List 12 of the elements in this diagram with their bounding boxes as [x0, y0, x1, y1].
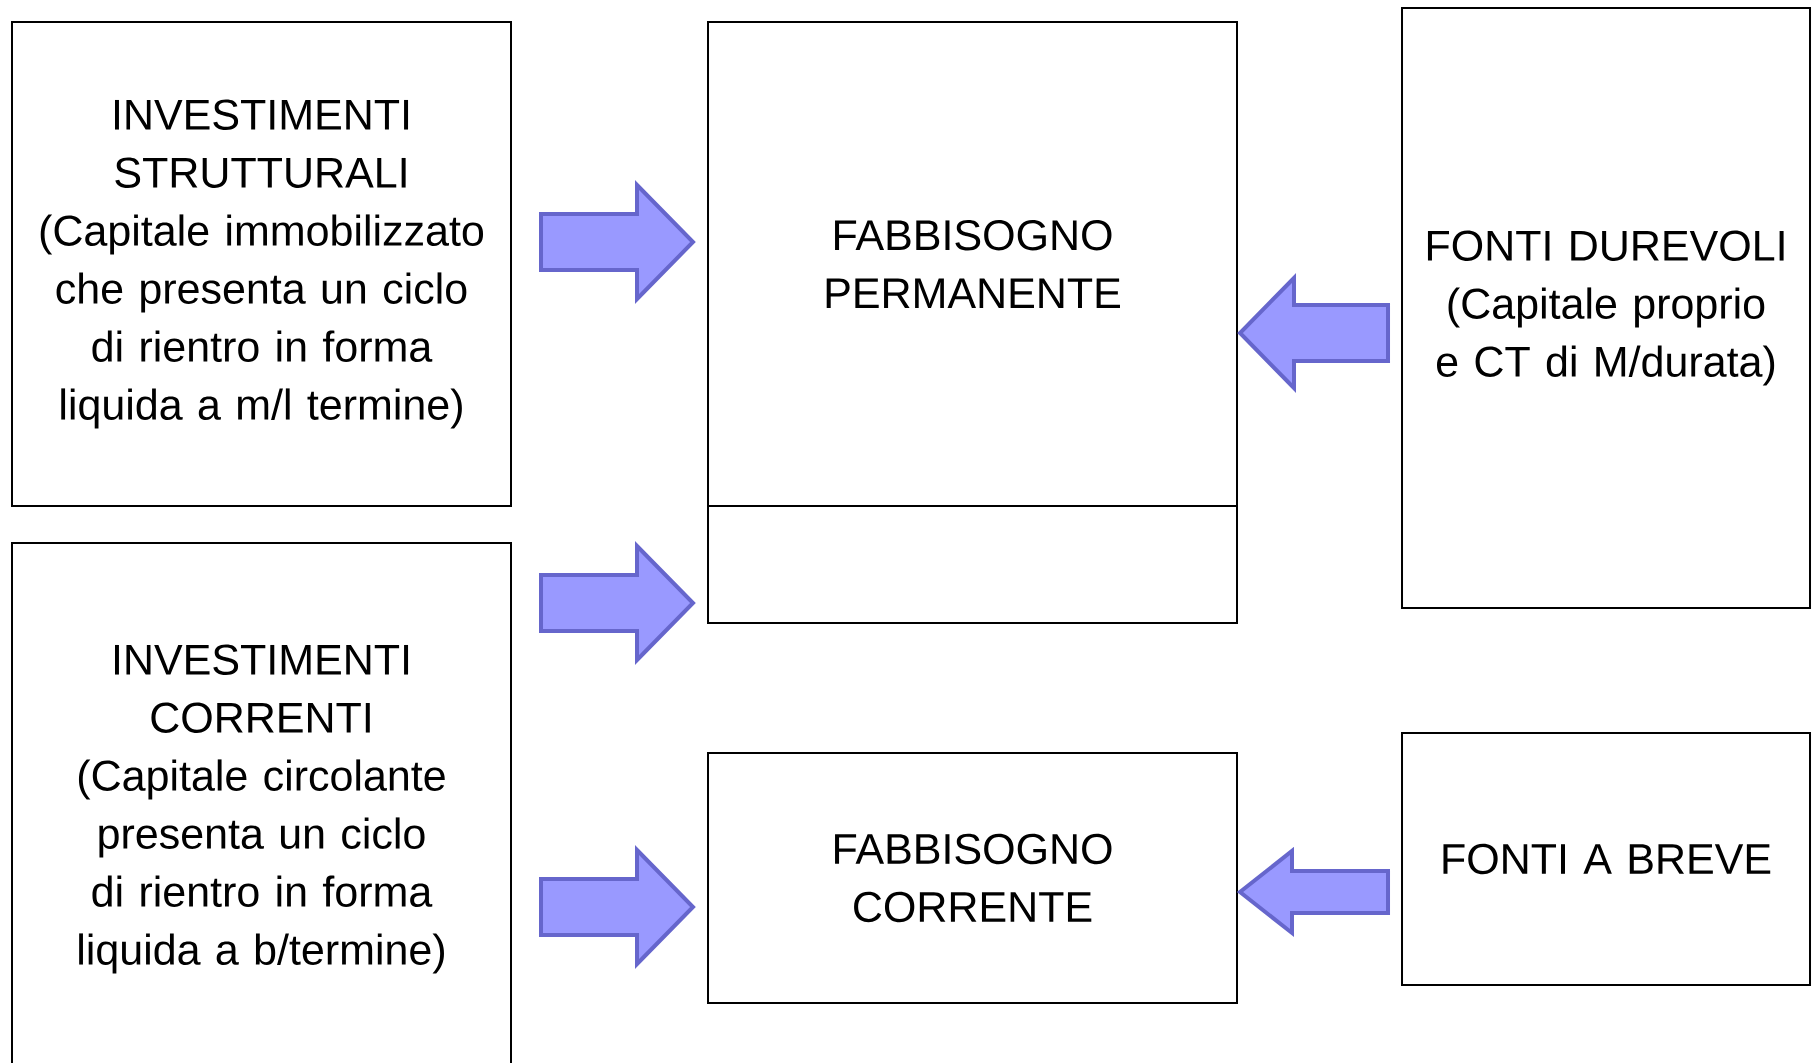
block-arrow — [1236, 846, 1390, 938]
block-arrow — [1237, 273, 1390, 393]
block-arrow — [539, 541, 696, 665]
text-box: INVESTIMENTI CORRENTI (Capitale circolante presenta un ciclo di rientro in forma liquida a b/termine) — [11, 542, 512, 1063]
empty-box — [707, 505, 1238, 624]
text-box: FONTI A BREVE — [1401, 732, 1811, 986]
text-box: FABBISOGNO CORRENTE — [707, 752, 1238, 1004]
block-arrow — [539, 845, 696, 969]
text-box: FABBISOGNO PERMANENTE — [707, 21, 1238, 507]
text-box: FONTI DUREVOLI (Capitale proprio e CT di M/durata) — [1401, 7, 1811, 609]
block-arrow — [539, 180, 696, 304]
text-box: INVESTIMENTI STRUTTURALI (Capitale immobilizzato che presenta un ciclo di rientro in forma liquida a m/l termine) — [11, 21, 512, 507]
